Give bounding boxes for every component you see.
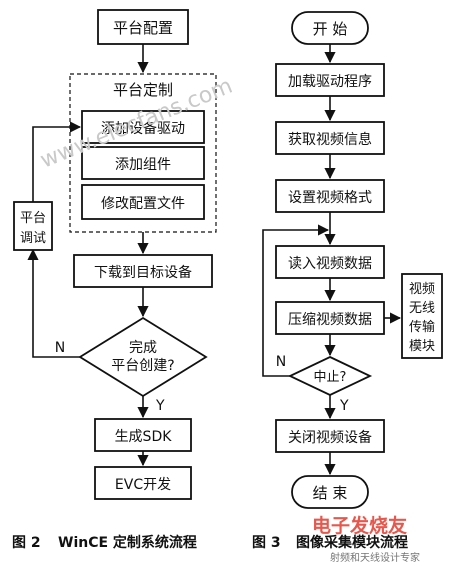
add-component-label: 添加组件 xyxy=(115,157,171,173)
decision-label-2: 平台创建? xyxy=(111,358,174,374)
logo-watermark: 电子发烧友 xyxy=(312,514,407,537)
modify-config-label: 修改配置文件 xyxy=(101,196,185,212)
wireless-module-box xyxy=(401,273,443,359)
decision-label-1: 完成 xyxy=(129,340,157,356)
platform-debug-label-2: 调试 xyxy=(20,231,46,246)
platform-custom-label: 平台定制 xyxy=(113,81,173,99)
load-driver-box xyxy=(275,63,385,97)
end-label: 结 束 xyxy=(313,484,348,502)
evc-dev-label: EVC开发 xyxy=(115,477,171,493)
add-driver-label: 添加设备驱动 xyxy=(101,120,185,137)
platform-debug-box xyxy=(13,201,53,251)
evc-dev-box xyxy=(94,466,192,500)
fig3-number: 图 3 xyxy=(252,535,281,551)
platform-config-box xyxy=(97,9,189,45)
end-terminal xyxy=(291,475,369,509)
fig3-title: 图像采集模块流程 xyxy=(296,534,408,551)
wireless-label-4: 模块 xyxy=(409,339,435,354)
gen-sdk-label: 生成SDK xyxy=(115,429,173,445)
read-data-box xyxy=(275,245,385,279)
fig2-title: WinCE 定制系统流程 xyxy=(58,534,197,551)
close-video-box xyxy=(275,419,385,453)
read-data-label: 读入视频数据 xyxy=(288,255,372,272)
platform-debug-label-1: 平台 xyxy=(20,211,46,226)
decision-diamond xyxy=(78,316,208,398)
add-driver-box xyxy=(81,110,205,144)
capture-flowchart: 开 始 加载驱动程序 获取视频信息 设置视频格式 读入视频数据 压缩视频数据 视… xyxy=(262,11,443,509)
arrow-stop-no-to-read xyxy=(262,224,330,377)
wireless-label-3: 传输 xyxy=(409,319,435,335)
modify-config-box xyxy=(81,184,205,220)
compress-label: 压缩视频数据 xyxy=(288,312,372,328)
right-yes-label: Y xyxy=(339,398,349,414)
get-info-label: 获取视频信息 xyxy=(288,131,372,148)
get-info-box xyxy=(275,121,385,155)
platform-config-label: 平台配置 xyxy=(113,19,173,37)
arrow-no-to-debug xyxy=(27,248,80,358)
stop-label: 中止? xyxy=(314,370,347,385)
close-video-label: 关闭视频设备 xyxy=(288,429,372,446)
start-label: 开 始 xyxy=(313,20,348,38)
logo-subtitle: 射频和天线设计专家 xyxy=(330,551,420,564)
arrow-debug-to-driver xyxy=(32,121,82,202)
wireless-label-2: 无线 xyxy=(409,301,435,316)
load-driver-label: 加载驱动程序 xyxy=(288,74,372,90)
download-label: 下载到目标设备 xyxy=(94,264,192,281)
wireless-label-1: 视频 xyxy=(409,282,435,297)
add-component-box xyxy=(81,146,205,180)
left-yes-label: Y xyxy=(155,398,165,414)
left-no-label: N xyxy=(55,340,65,356)
set-format-label: 设置视频格式 xyxy=(288,190,372,206)
captions: 图 2 WinCE 定制系统流程 图 3 图像采集模块流程 xyxy=(12,534,408,551)
wince-flowchart: 平台配置 平台定制 添加设备驱动 添加组件 修改配置文件 下载到目标设备 完成 … xyxy=(13,9,217,500)
fig2-number: 图 2 xyxy=(12,535,41,551)
right-no-label: N xyxy=(276,354,286,370)
platform-custom-group xyxy=(69,73,217,233)
